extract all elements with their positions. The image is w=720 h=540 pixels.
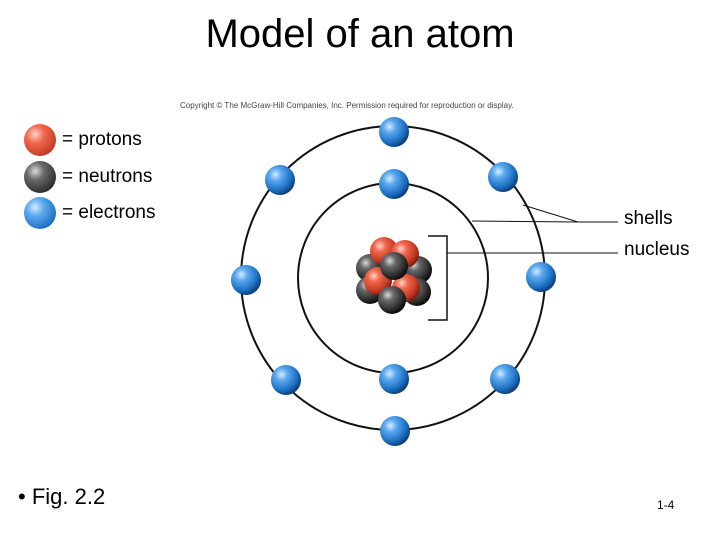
figure-reference: • Fig. 2.2 <box>18 484 105 510</box>
nucleus-bracket <box>428 236 447 320</box>
electron-ball <box>379 169 409 199</box>
electron-ball <box>490 364 520 394</box>
electron-ball <box>265 165 295 195</box>
shells-leader-line-inner <box>472 221 578 222</box>
electron-ball <box>379 364 409 394</box>
nucleus-label: nucleus <box>624 239 690 261</box>
neutron-ball <box>380 252 408 280</box>
electron-ball <box>231 265 261 295</box>
nucleus <box>356 237 432 314</box>
neutron-ball <box>378 286 406 314</box>
electrons <box>231 117 556 446</box>
electron-ball <box>379 117 409 147</box>
electron-ball <box>488 162 518 192</box>
page-number: 1-4 <box>657 498 674 512</box>
electron-ball <box>380 416 410 446</box>
electron-ball <box>526 262 556 292</box>
shells-label: shells <box>624 208 673 230</box>
electron-ball <box>271 365 301 395</box>
